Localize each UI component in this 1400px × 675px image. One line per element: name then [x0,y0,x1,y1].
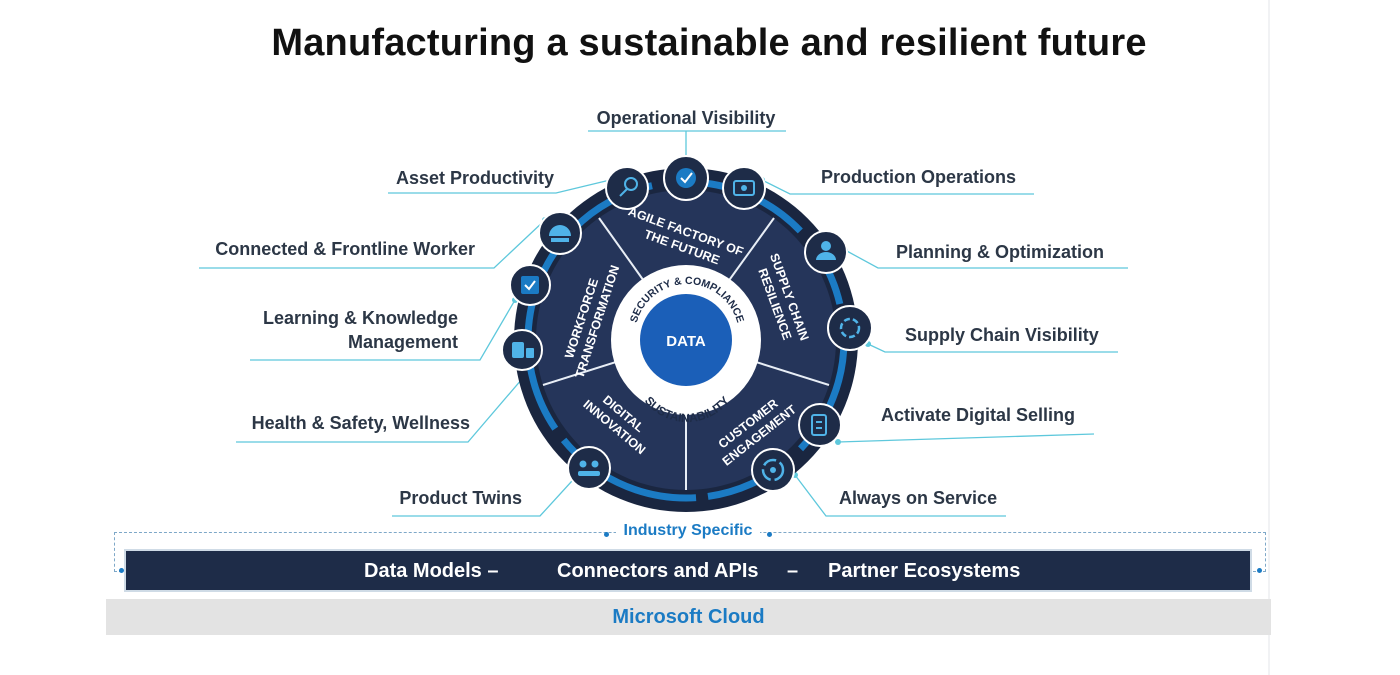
label-learning-knowledge: Learning & Knowledge Management [200,306,458,354]
label-operational-visibility: Operational Visibility [596,108,776,128]
industry-dot-left [604,532,609,537]
frame-dot-right [1257,568,1262,573]
bar-partner-ecosystems: Partner Ecosystems [828,560,1021,582]
label-health-safety-wellness: Health & Safety, Wellness [251,413,470,433]
label-connected-frontline-worker: Connected & Frontline Worker [215,239,475,259]
label-activate-digital-selling: Activate Digital Selling [881,405,1076,425]
label-supply-chain-visibility: Supply Chain Visibility [905,325,1099,345]
label-learning-knowledge-line2: Management [347,332,458,352]
data-core [640,294,732,386]
supply-chain-visibility-icon [827,305,873,351]
production-operations-icon [722,166,766,210]
bar-connectors-apis: Connectors and APIs [557,560,759,582]
asset-productivity-icon [605,166,649,210]
industry-dot-right [767,532,772,537]
platform-bar: Data Models – Connectors and APIs – Part… [124,549,1252,592]
frame-dot-left [119,568,124,573]
industry-specific-label: Industry Specific [0,522,1376,540]
page-title: Manufacturing a sustainable and resilien… [271,22,1147,64]
data-core-label: DATA [666,333,706,350]
product-twins-icon [567,446,611,490]
planning-optimization-icon [804,230,848,274]
label-always-on-service: Always on Service [839,488,998,508]
page-rail [1268,0,1270,675]
label-learning-knowledge-line1: Learning & Knowledge [262,308,458,328]
health-safety-icon [501,329,543,371]
label-planning-optimization: Planning & Optimization [896,242,1104,262]
bar-dash: – [787,560,799,582]
operational-visibility-icon [663,155,709,201]
label-product-twins: Product Twins [399,488,522,508]
microsoft-cloud-bar: Microsoft Cloud [106,599,1271,635]
label-production-operations: Production Operations [821,167,1017,187]
always-on-service-icon [751,448,795,492]
connected-frontline-worker-icon [538,211,582,255]
label-asset-productivity: Asset Productivity [395,168,554,188]
activate-digital-selling-icon [798,403,842,447]
learning-knowledge-icon [509,264,551,306]
bar-data-models: Data Models – [364,560,499,582]
